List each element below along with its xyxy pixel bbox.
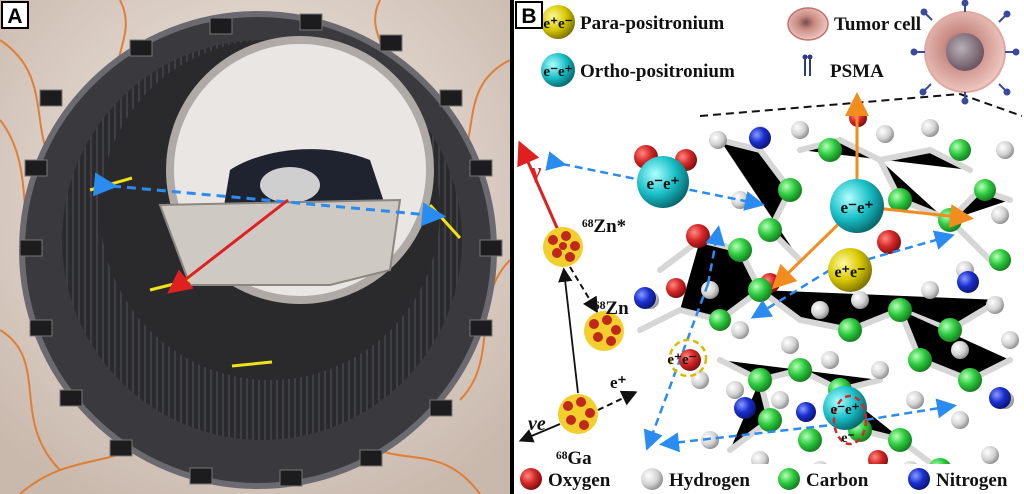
zn68-nucleus — [584, 311, 624, 351]
svg-text:e⁺: e⁺ — [610, 373, 627, 392]
oxygen-icon — [520, 468, 542, 490]
legend-ortho-positronium: e⁻e⁺ Ortho-positronium — [541, 53, 735, 87]
ortho-positronium-icon — [541, 53, 575, 87]
para-positronium-center: e⁺e⁻ — [828, 248, 872, 292]
svg-text:⁶⁸Ga: ⁶⁸Ga — [556, 448, 592, 469]
svg-text:Carbon: Carbon — [806, 470, 869, 491]
svg-text:e⁺e⁻: e⁺e⁻ — [543, 16, 572, 32]
positron-bound-left: e⁺e⁻ — [667, 338, 708, 378]
neutrino-arrow — [518, 423, 561, 443]
panel-b: e⁻e⁺ e⁻e⁺ e⁺e⁻ e⁺e⁻ e⁻e⁺ e⁻ e⁺e⁻ Para-po… — [514, 0, 1024, 494]
svg-text:B: B — [521, 5, 536, 28]
legend-hydrogen: Hydrogen — [641, 468, 750, 491]
svg-text:Para-positronium: Para-positronium — [580, 13, 724, 34]
psma-receptors — [910, 0, 1020, 105]
ortho-positronium-lower: e⁻e⁺ e⁻ — [823, 386, 868, 446]
svg-text:e⁻e⁺: e⁻e⁺ — [543, 64, 572, 80]
legend-nitrogen: Nitrogen — [908, 468, 1008, 491]
annihilation-line-blue — [92, 172, 446, 227]
nitrogen-atoms — [634, 127, 1011, 422]
svg-text:Tumor cell: Tumor cell — [834, 14, 921, 35]
nitrogen-icon — [908, 468, 930, 490]
zn68-excited-nucleus — [543, 227, 583, 267]
decay-chain: γ ⁶⁸Zn* ⁶⁸Zn — [517, 140, 638, 469]
tumor-cell-icon — [787, 7, 829, 41]
ortho-positronium-center: e⁻e⁺ — [830, 179, 884, 233]
psma-icon — [802, 54, 813, 76]
deexcitation-arrow — [569, 266, 599, 314]
readout-modules — [19, 13, 503, 487]
prompt-gamma-arrow — [517, 140, 560, 231]
carbon-atoms — [709, 138, 1011, 482]
svg-text:e⁺e⁻: e⁺e⁻ — [667, 352, 696, 368]
svg-text:e⁺e⁻: e⁺e⁻ — [834, 264, 865, 281]
panel-a-label: A — [1, 1, 29, 29]
prompt-gamma-arrow-red — [167, 198, 289, 294]
para-positronium-icon — [541, 5, 575, 39]
svg-text:γ: γ — [530, 158, 541, 183]
svg-text:PSMA: PSMA — [830, 61, 884, 82]
legend-psma: PSMA — [802, 54, 884, 82]
legend-carbon: Carbon — [778, 468, 869, 491]
positron-emission-arrow — [597, 390, 638, 411]
ga68-nucleus — [558, 394, 598, 434]
atom-legend: Oxygen Hydrogen Carbon Nitrogen — [514, 464, 1024, 494]
svg-text:e⁻e⁺: e⁻e⁺ — [830, 402, 859, 418]
svg-text:e⁻e⁺: e⁻e⁺ — [646, 174, 679, 193]
svg-text:e⁻: e⁻ — [841, 431, 855, 446]
legend-oxygen: Oxygen — [520, 468, 611, 491]
zoom-line-right — [959, 93, 1023, 117]
ortho-positronium-left: e⁻e⁺ — [637, 156, 689, 208]
svg-text:Nitrogen: Nitrogen — [936, 470, 1008, 491]
molecule-cluster — [634, 109, 1019, 482]
carbon-icon — [778, 468, 800, 490]
legend-tumor-cell: Tumor cell — [787, 7, 921, 41]
zoom-line-left — [699, 93, 961, 117]
svg-text:Ortho-positronium: Ortho-positronium — [580, 61, 735, 82]
svg-text:Hydrogen: Hydrogen — [669, 470, 750, 491]
svg-text:Oxygen: Oxygen — [548, 470, 611, 491]
hit-marker-4 — [231, 360, 273, 368]
svg-text:A: A — [7, 5, 22, 28]
panel-a-photo — [0, 0, 511, 494]
svg-text:⁶⁸Zn: ⁶⁸Zn — [594, 298, 629, 319]
tumor-cell-illustration — [910, 0, 1020, 105]
hydrogen-icon — [641, 468, 663, 490]
panel-divider — [510, 0, 514, 494]
panel-b-label: B — [515, 1, 543, 29]
legend-para-positronium: e⁺e⁻ Para-positronium — [541, 5, 724, 39]
svg-text:νe: νe — [528, 413, 546, 435]
svg-text:e⁻e⁺: e⁻e⁺ — [840, 198, 873, 217]
beta-decay-arrow — [558, 267, 579, 394]
svg-text:⁶⁸Zn*: ⁶⁸Zn* — [582, 216, 626, 237]
